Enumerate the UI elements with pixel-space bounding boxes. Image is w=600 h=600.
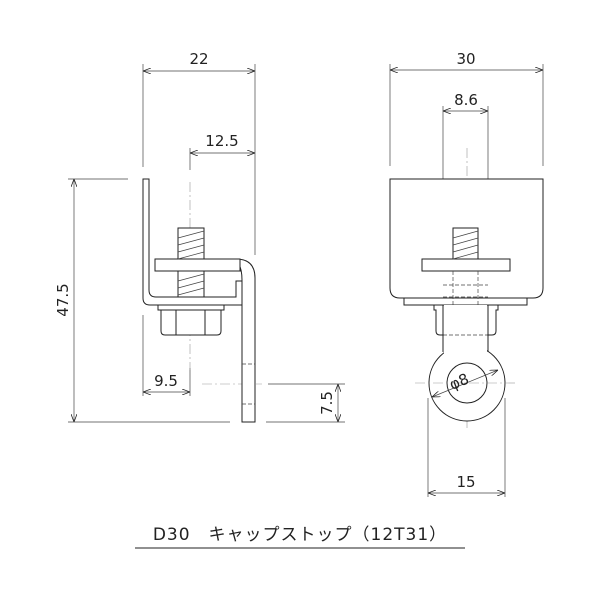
dim-hole-height: 7.5 bbox=[318, 391, 336, 415]
drawing-title: D30 キャップストップ（12T31） bbox=[153, 525, 447, 545]
dim-overall-width: 22 bbox=[189, 50, 208, 68]
dim-bolt-offset: 12.5 bbox=[205, 132, 238, 150]
dim-hole-offset: 9.5 bbox=[154, 372, 178, 390]
dim-hole-diameter: φ8 bbox=[447, 370, 472, 394]
dim-height: 47.5 bbox=[54, 283, 72, 316]
side-view: 22 12.5 47.5 9.5 7.5 bbox=[54, 50, 345, 423]
front-view: φ8 30 8.6 15 bbox=[389, 50, 544, 497]
dim-cap-width: 30 bbox=[456, 50, 475, 68]
dim-bolt-width: 8.6 bbox=[454, 91, 478, 109]
dim-eye-width: 15 bbox=[456, 473, 475, 491]
